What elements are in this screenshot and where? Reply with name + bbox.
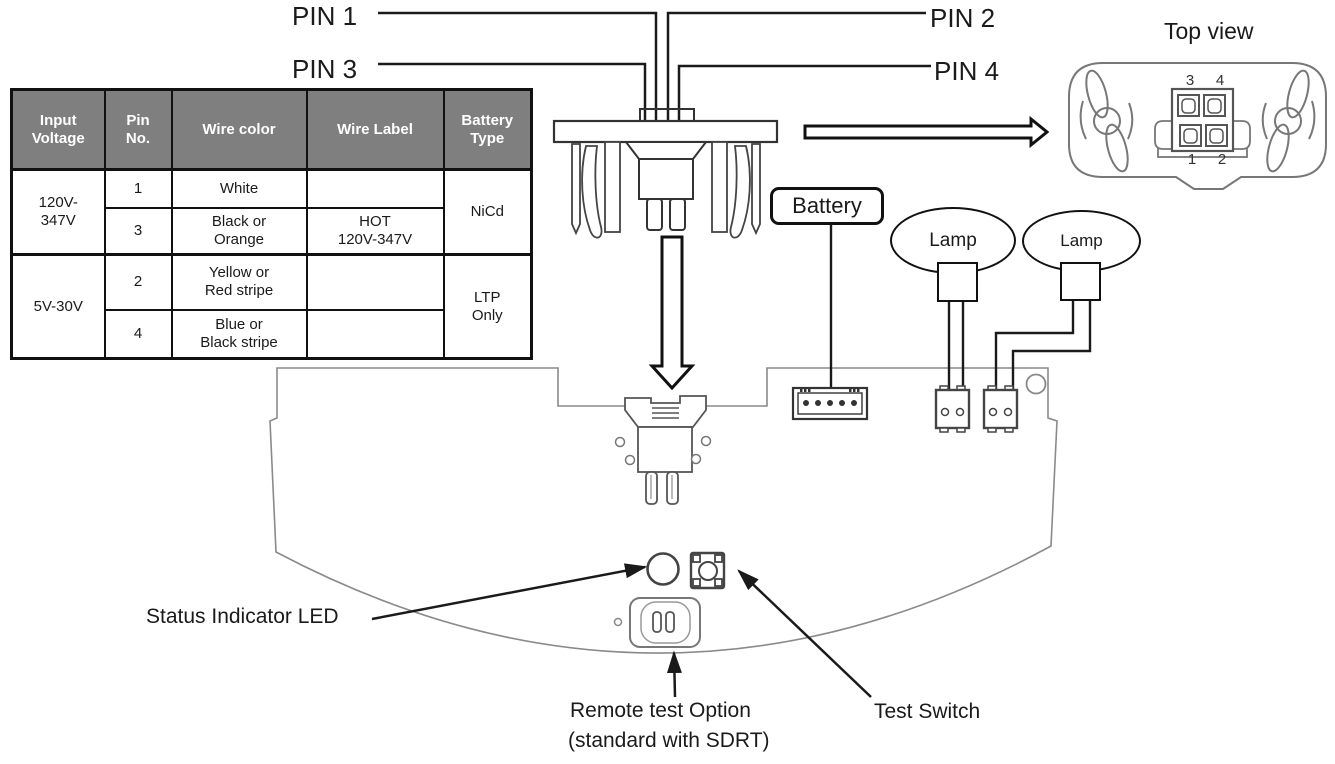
lamp-terminal-block-right [982,385,1019,433]
top-view-pin-1-label: 1 [1187,151,1197,168]
pcb-input-socket [614,395,712,505]
lamp-wires [947,301,1092,390]
pcb-outline [269,367,1058,654]
table-row: 120V- 347V 1 White NiCd [10,168,533,256]
pin2-label: PIN 2 [930,3,996,33]
lamp-right-base [1060,262,1101,301]
table-row: 5V-30V 2 Yellow or Red stripe LTP Only [10,253,533,360]
battery-type-cell: LTP Only [442,253,533,360]
remote-test-label-line1: Remote test Option [570,699,751,722]
voltage-cell: 5V-30V [10,253,106,360]
test-switch-label: Test Switch [874,700,981,723]
plug-body [623,141,709,231]
col-header-wire-color: Wire color [170,88,308,171]
test-switch-arrow [737,569,872,698]
remote-test-label-line2: (standard with SDRT) [568,729,770,752]
pin-leader-lines [378,11,931,120]
battery-label-box: Battery [770,187,884,225]
top-view-connector [1068,62,1327,190]
pin4-line [677,64,931,120]
right-arrow [803,115,1050,149]
mounting-hole [1025,373,1047,395]
pin-cell: 3 [103,206,173,256]
battery-header-connector [791,386,869,421]
retention-clip-left [571,141,621,239]
color-cell: Blue or Black stripe [170,308,308,360]
color-cell: White [170,168,308,209]
label-cell: HOT 120V-347V [305,206,445,256]
col-header-wire-label: Wire Label [305,88,445,171]
top-view-pin-4-label: 4 [1215,72,1225,89]
inline-connector-front-view [552,108,779,239]
top-view-title: Top view [1164,18,1254,44]
label-cell [305,168,445,209]
status-led-label: Status Indicator LED [146,605,339,628]
color-cell: Black or Orange [170,206,308,256]
col-header-battery-type: Battery Type [442,88,533,171]
pin1-label: PIN 1 [292,1,358,31]
pin3-line [378,62,647,120]
pin2-line [666,11,926,120]
remote-test-connector [613,597,701,648]
wiring-table: Input Voltage Pin No. Wire color Wire La… [10,88,533,360]
status-led-arrow [371,563,648,621]
top-view-pin-3-label: 3 [1185,72,1195,89]
status-led [646,552,680,586]
battery-type-cell: NiCd [442,168,533,256]
label-cell [305,308,445,360]
lamp-terminal-block-left [934,385,971,433]
pin4-label: PIN 4 [934,56,1000,86]
color-cell: Yellow or Red stripe [170,253,308,311]
table-row: 3 Black or Orange HOT 120V-347V [12,206,532,256]
retention-clip-right [711,141,761,239]
wing-clip-left [1079,69,1134,173]
pin-cell: 2 [103,253,173,311]
table-header-row: Input Voltage Pin No. Wire color Wire La… [10,88,533,171]
lamp-right-label: Lamp [1060,231,1103,250]
label-cell [305,253,445,311]
battery-label: Battery [792,193,862,218]
pin3-label: PIN 3 [292,54,358,84]
lamp-right-ellipse: Lamp [1022,210,1141,272]
wing-clip-right [1261,67,1316,175]
down-arrow [648,235,696,391]
lamp-left-label: Lamp [929,229,977,251]
pin1-line [378,11,658,120]
top-view-housing [1068,62,1327,190]
top-view-pin-block [1154,87,1251,158]
col-header-pin-no: Pin No. [103,88,173,171]
top-view-pin-2-label: 2 [1217,151,1227,168]
connector-flange [552,119,779,144]
lamp-left-base [937,262,978,302]
annotation-arrows [371,563,872,698]
col-header-input-voltage: Input Voltage [10,88,106,171]
test-switch-component [689,551,726,590]
voltage-cell: 120V- 347V [10,168,106,256]
pin-cell: 1 [103,168,173,209]
pin-cell: 4 [103,308,173,360]
remote-test-arrow [666,650,682,698]
table-row: 4 Blue or Black stripe [12,308,532,360]
